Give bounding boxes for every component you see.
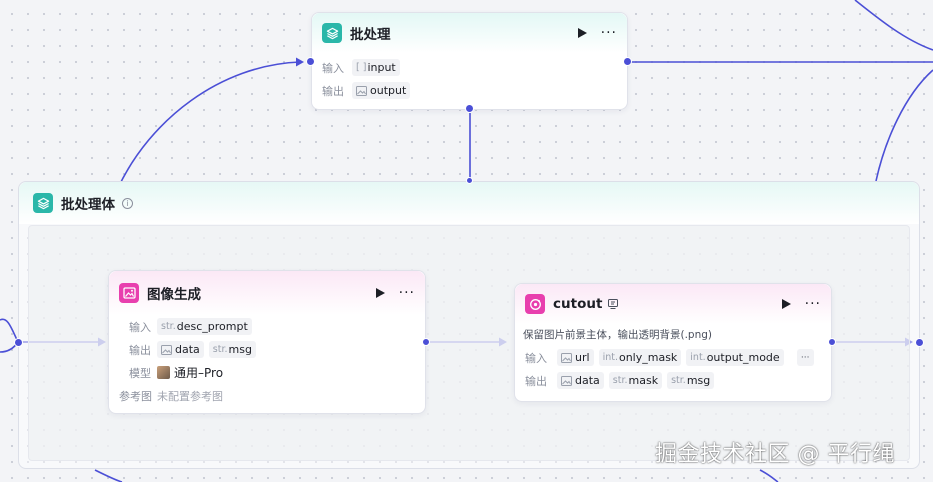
output-name: msg <box>686 374 711 387</box>
cutout-node-header[interactable]: cutout ··· <box>515 284 831 324</box>
output-name: output <box>370 84 407 97</box>
output-chip-data[interactable]: data <box>157 341 204 358</box>
output-name: mask <box>628 374 659 387</box>
output-name: data <box>575 374 600 387</box>
reference-label: 参考图 <box>119 389 152 403</box>
input-chip-url[interactable]: url <box>557 349 594 366</box>
output-chip[interactable]: output <box>352 82 411 99</box>
image-reference-row: 参考图 未配置参考图 <box>109 384 425 407</box>
output-chip-mask[interactable]: str. mask <box>608 372 663 389</box>
batch-node-title: 批处理 <box>350 27 391 43</box>
group-top-port[interactable] <box>466 177 473 184</box>
image-node-title: 图像生成 <box>147 287 201 303</box>
output-name: msg <box>228 343 252 356</box>
model-avatar-icon <box>157 366 170 379</box>
edge-right-down-curve <box>875 69 933 182</box>
input-label: 输入 <box>129 320 151 334</box>
run-button[interactable] <box>781 299 791 309</box>
image-type-icon <box>561 375 572 386</box>
input-name: url <box>575 351 590 364</box>
str-type-tag: str. <box>612 375 628 386</box>
input-name: desc_prompt <box>176 320 248 333</box>
cutout-node[interactable]: cutout ··· 保留图片前景主体，输出透明背景(.png) 输入 url … <box>514 283 832 402</box>
image-model-row: 模型 通用–Pro <box>109 361 425 384</box>
input-chip-only-mask[interactable]: int. only_mask <box>598 349 682 366</box>
output-name: data <box>175 343 200 356</box>
cutout-description: 保留图片前景主体，输出透明背景(.png) <box>523 329 713 341</box>
plugin-badge-icon <box>608 299 619 309</box>
input-name: input <box>367 61 396 74</box>
input-label: 输入 <box>322 61 344 75</box>
batch-output-row: 输出 output <box>312 79 627 102</box>
output-chip-data[interactable]: data <box>557 372 604 389</box>
str-type-tag: str. <box>161 321 176 332</box>
batch-input-row: 输入 [ ] input <box>312 56 627 79</box>
input-chip[interactable]: [ ] input <box>352 59 400 76</box>
input-chip-output-mode[interactable]: int. output_mode <box>686 349 784 366</box>
model-label: 模型 <box>129 366 151 380</box>
output-label: 输出 <box>322 84 344 98</box>
watermark: 掘金技术社区 @ 平行绳 <box>655 442 895 467</box>
image-output-port[interactable] <box>422 338 430 346</box>
input-label: 输入 <box>525 351 547 365</box>
info-icon[interactable]: i <box>122 197 133 209</box>
input-name: only_mask <box>618 351 678 364</box>
input-name: output_mode <box>706 351 780 364</box>
run-button[interactable] <box>375 288 385 298</box>
cutout-output-port[interactable] <box>828 338 836 346</box>
group-header[interactable]: 批处理体 i <box>19 182 919 224</box>
more-options-button[interactable]: ··· <box>398 285 415 301</box>
edge-left-to-batch <box>117 61 301 189</box>
image-type-icon <box>161 344 172 355</box>
more-inputs-button[interactable]: ··· <box>796 349 814 366</box>
group-left-port[interactable] <box>14 338 23 347</box>
edge-bottom-right <box>759 469 779 482</box>
layers-icon <box>322 23 342 43</box>
edge-bottom-left <box>94 469 123 482</box>
batch-node-header[interactable]: 批处理 ··· <box>312 13 627 53</box>
layers-icon <box>33 193 53 213</box>
group-right-port[interactable] <box>915 338 924 347</box>
str-type-tag: str. <box>671 375 686 386</box>
arrow-to-batch <box>296 57 304 67</box>
output-chip-msg[interactable]: str. msg <box>667 372 715 389</box>
edge-top-right-curve <box>854 0 933 51</box>
batch-body-port[interactable] <box>465 104 474 113</box>
image-generation-node[interactable]: 图像生成 ··· 输入 str. desc_prompt 输出 data str… <box>108 270 426 414</box>
image-output-row: 输出 data str. msg <box>109 338 425 361</box>
int-type-tag: int. <box>602 352 618 363</box>
output-label: 输出 <box>129 343 151 357</box>
reference-value[interactable]: 未配置参考图 <box>157 389 223 403</box>
output-chip-msg[interactable]: str. msg <box>208 341 256 358</box>
image-input-row: 输入 str. desc_prompt <box>109 315 425 338</box>
image-type-icon <box>561 352 572 363</box>
input-chip-desc-prompt[interactable]: str. desc_prompt <box>157 318 252 335</box>
image-icon <box>119 283 139 303</box>
image-node-header[interactable]: 图像生成 ··· <box>109 271 425 315</box>
batch-node[interactable]: 批处理 ··· 输入 [ ] input 输出 output <box>311 12 628 110</box>
cutout-node-title: cutout <box>553 296 603 312</box>
cutout-plugin-icon <box>525 294 545 314</box>
cutout-output-row: 输出 data str. mask str. msg <box>515 369 831 392</box>
batch-input-port[interactable] <box>306 57 315 66</box>
image-type-icon <box>356 85 367 96</box>
model-name[interactable]: 通用–Pro <box>174 366 224 380</box>
group-title: 批处理体 <box>61 197 115 213</box>
cutout-input-row: 输入 url int. only_mask int. output_mode ·… <box>515 346 831 369</box>
batch-output-port[interactable] <box>623 57 632 66</box>
run-button[interactable] <box>577 28 587 38</box>
more-options-button[interactable]: ··· <box>600 25 617 41</box>
output-label: 输出 <box>525 374 547 388</box>
str-type-tag: str. <box>212 344 228 355</box>
array-type-tag: [ ] <box>356 62 367 73</box>
more-options-button[interactable]: ··· <box>804 296 821 312</box>
int-type-tag: int. <box>690 352 706 363</box>
